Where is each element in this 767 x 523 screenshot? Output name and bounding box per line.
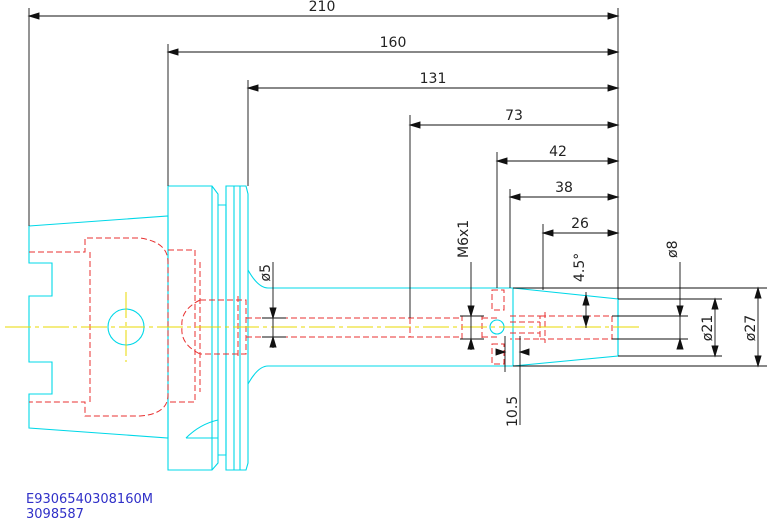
dimension-labels: 210 160 131 73 42 38 26 ø5 M6x1 4.5° 10.… xyxy=(258,0,759,427)
dim-dia5: ø5 xyxy=(258,264,274,281)
dim-dia27: ø27 xyxy=(743,315,759,341)
dim-42: 42 xyxy=(549,144,567,160)
dim-10-5: 10.5 xyxy=(505,396,521,427)
dim-26: 26 xyxy=(571,216,589,232)
center-lines xyxy=(5,292,640,362)
dim-210: 210 xyxy=(309,0,336,15)
dimension-lines xyxy=(27,8,767,425)
part-number: E9306540308160M xyxy=(26,492,153,507)
part-outline xyxy=(28,185,619,471)
dim-73: 73 xyxy=(505,108,523,124)
dim-38: 38 xyxy=(555,180,573,196)
dim-dia21: ø21 xyxy=(700,315,716,341)
dim-angle: 4.5° xyxy=(572,253,588,282)
dim-m6x1: M6x1 xyxy=(456,220,472,258)
dim-131: 131 xyxy=(420,71,447,87)
dim-160: 160 xyxy=(380,35,407,51)
dim-dia8: ø8 xyxy=(665,241,681,258)
part-sub-number: 3098587 xyxy=(26,507,84,522)
